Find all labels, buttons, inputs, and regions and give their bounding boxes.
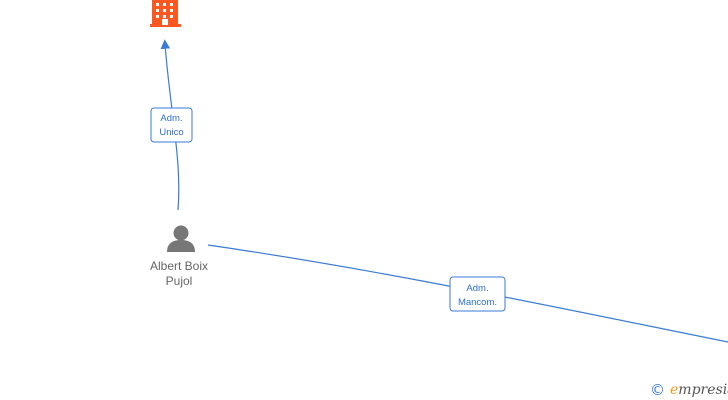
person-icon — [167, 225, 195, 252]
person-name-line1: Albert Boix — [150, 259, 208, 273]
person-name-line2: Pujol — [166, 274, 193, 288]
person-node[interactable]: Albert Boix Pujol — [150, 225, 208, 289]
copyright-icon: © — [650, 381, 665, 399]
brand-rest: mpresia — [678, 382, 728, 398]
watermark: © empresia — [650, 381, 728, 399]
edge-label-unico-line2: Unico — [159, 127, 183, 138]
edge-label-mancom-line1: Adm. — [466, 283, 488, 294]
company-node[interactable] — [150, 0, 181, 27]
edge-label-mancom[interactable]: Adm. Mancom. — [449, 276, 506, 312]
edge-label-mancom-line2: Mancom. — [458, 297, 497, 308]
brand-logo: empresia — [670, 382, 728, 398]
building-icon — [150, 0, 181, 27]
edge-label-unico[interactable]: Adm. Unico — [150, 107, 193, 143]
brand-initial: e — [670, 382, 678, 398]
edge-label-unico-line1: Adm. — [160, 113, 182, 124]
